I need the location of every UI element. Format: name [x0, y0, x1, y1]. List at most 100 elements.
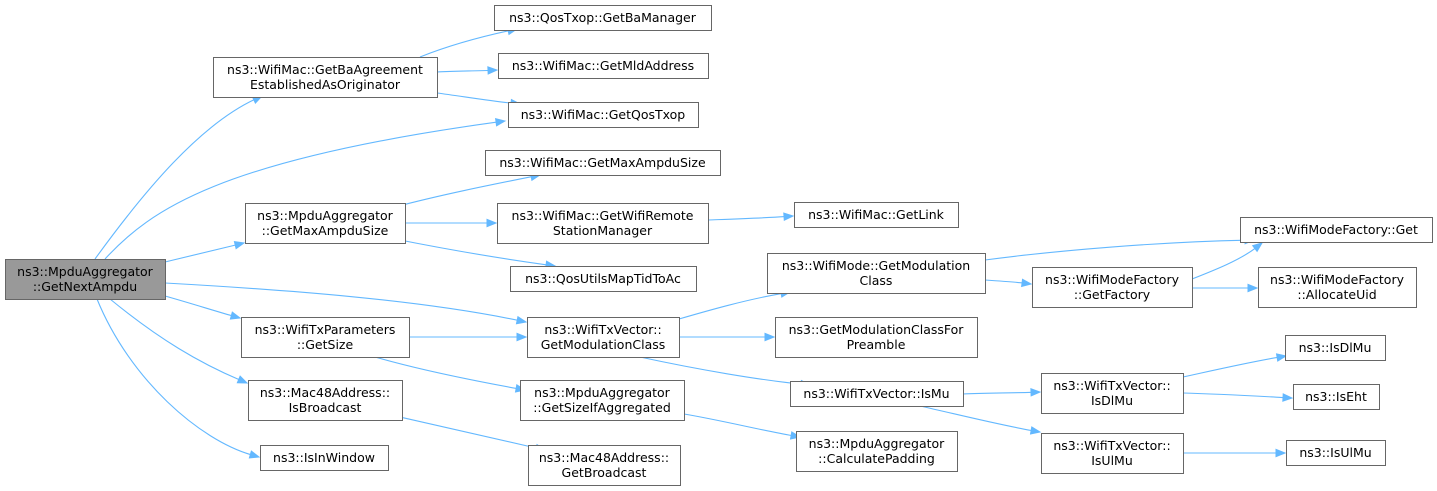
function-node[interactable]: ns3::WifiModeFactory::Get — [1240, 217, 1433, 243]
node-label: ::GetNextAmpdu — [33, 279, 137, 294]
arrow-head-icon — [783, 212, 795, 222]
node-box — [775, 317, 978, 358]
function-node[interactable]: ns3::QosUtilsMapTidToAc — [510, 266, 697, 292]
arrow-head-icon — [494, 117, 507, 127]
edge-line — [1182, 392, 1285, 399]
edge-line — [639, 356, 803, 385]
node-box — [767, 253, 986, 294]
node-box — [1285, 335, 1386, 361]
node-box — [485, 150, 721, 176]
node-label: ns3::WifiTxVector::IsMu — [803, 386, 949, 401]
node-label: ns3::MpduAggregator — [257, 208, 394, 223]
node-label: Class — [860, 273, 893, 288]
node-label: ns3::WifiModeFactory — [1270, 272, 1405, 287]
node-label: IsBroadcast — [289, 400, 362, 415]
node-box — [5, 259, 166, 300]
function-node[interactable]: ns3::WifiTxVector::GetModulationClass — [527, 317, 680, 358]
function-node[interactable]: ns3::WifiTxVector::IsUlMu — [1041, 433, 1184, 474]
node-box — [498, 53, 709, 79]
function-node[interactable]: ns3::IsInWindow — [260, 445, 389, 471]
node-box — [241, 317, 410, 358]
function-node[interactable]: ns3::IsUlMu — [1286, 440, 1386, 466]
node-label: ns3::IsEht — [1305, 389, 1367, 404]
node-box — [1240, 217, 1433, 243]
node-label: IsDlMu — [1091, 393, 1133, 408]
function-node[interactable]: ns3::WifiModeFactory::AllocateUid — [1258, 267, 1417, 308]
function-node[interactable]: ns3::IsDlMu — [1285, 335, 1386, 361]
node-box — [1258, 267, 1417, 308]
node-label: ns3::GetModulationClassFor — [789, 322, 965, 337]
node-label: ns3::WifiMac::GetLink — [808, 207, 945, 222]
function-node[interactable]: ns3::WifiTxVector::IsMu — [790, 381, 964, 407]
node-box — [245, 203, 406, 244]
edge-line — [374, 356, 518, 390]
function-node[interactable]: ns3::WifiMac::GetMaxAmpduSize — [485, 150, 721, 176]
function-node[interactable]: ns3::Mac48Address::IsBroadcast — [248, 380, 403, 421]
arrow-head-icon — [1251, 242, 1264, 253]
edge-n21-to-n20 — [1191, 242, 1264, 280]
node-label: ns3::MpduAggregator — [809, 436, 946, 451]
node-box — [510, 266, 697, 292]
function-node[interactable]: ns3::MpduAggregator::CalculatePadding — [796, 431, 958, 472]
arrow-head-icon — [248, 450, 261, 459]
edge-line — [104, 121, 498, 260]
node-label: StationManager — [553, 223, 653, 238]
node-label: EstablishedAsOriginator — [250, 77, 401, 92]
edge-line — [96, 298, 252, 456]
arrow-head-icon — [1275, 353, 1288, 362]
node-box — [260, 445, 389, 471]
edge-n24-to-n27 — [1183, 448, 1287, 458]
node-box — [213, 57, 438, 98]
node-label: ns3::WifiMac::GetBaAgreement — [227, 62, 423, 77]
function-node[interactable]: ns3::MpduAggregator::GetSizeIfAggregated — [520, 380, 685, 421]
edge-n16-to-n24 — [919, 405, 1042, 435]
edge-n14-to-n21 — [984, 278, 1033, 288]
arrow-head-icon — [486, 218, 498, 228]
node-label: ns3::WifiTxVector:: — [1053, 378, 1170, 393]
nodes-layer: ns3::MpduAggregator::GetNextAmpduns3::Wi… — [5, 5, 1433, 486]
function-node[interactable]: ns3::WifiModeFactory::GetFactory — [1032, 267, 1193, 308]
arrow-head-icon — [233, 241, 246, 250]
function-node[interactable]: ns3::WifiMac::GetBaAgreementEstablishedA… — [213, 57, 438, 98]
node-box — [796, 431, 958, 472]
node-label: ns3::WifiMac::GetWifiRemote — [512, 208, 694, 223]
edge-line — [394, 238, 548, 266]
node-label: ns3::WifiTxVector:: — [1053, 438, 1170, 453]
arrow-head-icon — [764, 332, 776, 342]
edge-line — [678, 292, 783, 320]
function-node[interactable]: ns3::WifiMac::GetWifiRemoteStationManage… — [497, 203, 709, 244]
function-node[interactable]: ns3::WifiTxParameters::GetSize — [241, 317, 410, 358]
edge-line — [164, 244, 237, 263]
edge-n14-to-n20 — [984, 235, 1256, 261]
function-node[interactable]: ns3::Mac48Address::GetBroadcast — [528, 445, 681, 486]
edge-n1-to-n8 — [419, 26, 519, 58]
edge-line — [419, 30, 510, 58]
function-node[interactable]: ns3::WifiMac::GetLink — [794, 202, 959, 228]
function-node[interactable]: ns3::WifiMac::GetMldAddress — [498, 53, 709, 79]
edge-n23-to-n25 — [1182, 353, 1288, 378]
node-label: ns3::WifiTxParameters — [255, 322, 396, 337]
function-node[interactable]: ns3::QosTxop::GetBaManager — [494, 5, 712, 31]
edge-n3-to-n10 — [394, 172, 542, 208]
arrow-head-icon — [1021, 278, 1033, 288]
arrow-head-icon — [1275, 448, 1287, 458]
edge-n0-to-n3 — [164, 241, 246, 263]
edge-line — [919, 405, 1033, 432]
node-box — [1041, 373, 1184, 414]
node-label: ns3::WifiModeFactory::Get — [1254, 222, 1418, 237]
node-label: ns3::MpduAggregator — [534, 385, 671, 400]
node-label: ns3::WifiMac::GetMldAddress — [512, 58, 694, 73]
node-label: GetModulationClass — [541, 337, 666, 352]
function-node[interactable]: ns3::WifiTxVector::IsDlMu — [1041, 373, 1184, 414]
edge-n4-to-n14 — [678, 289, 792, 320]
function-node[interactable]: ns3::WifiMac::GetQosTxop — [508, 102, 699, 128]
edge-line — [164, 295, 233, 317]
function-node[interactable]: ns3::IsEht — [1293, 384, 1380, 410]
node-box — [794, 202, 959, 228]
node-label: ::GetFactory — [1074, 287, 1151, 302]
function-node[interactable]: ns3::MpduAggregator::GetMaxAmpduSize — [245, 203, 406, 244]
function-node[interactable]: ns3::WifiMode::GetModulationClass — [767, 253, 986, 294]
edge-n0-to-n5 — [164, 295, 242, 320]
